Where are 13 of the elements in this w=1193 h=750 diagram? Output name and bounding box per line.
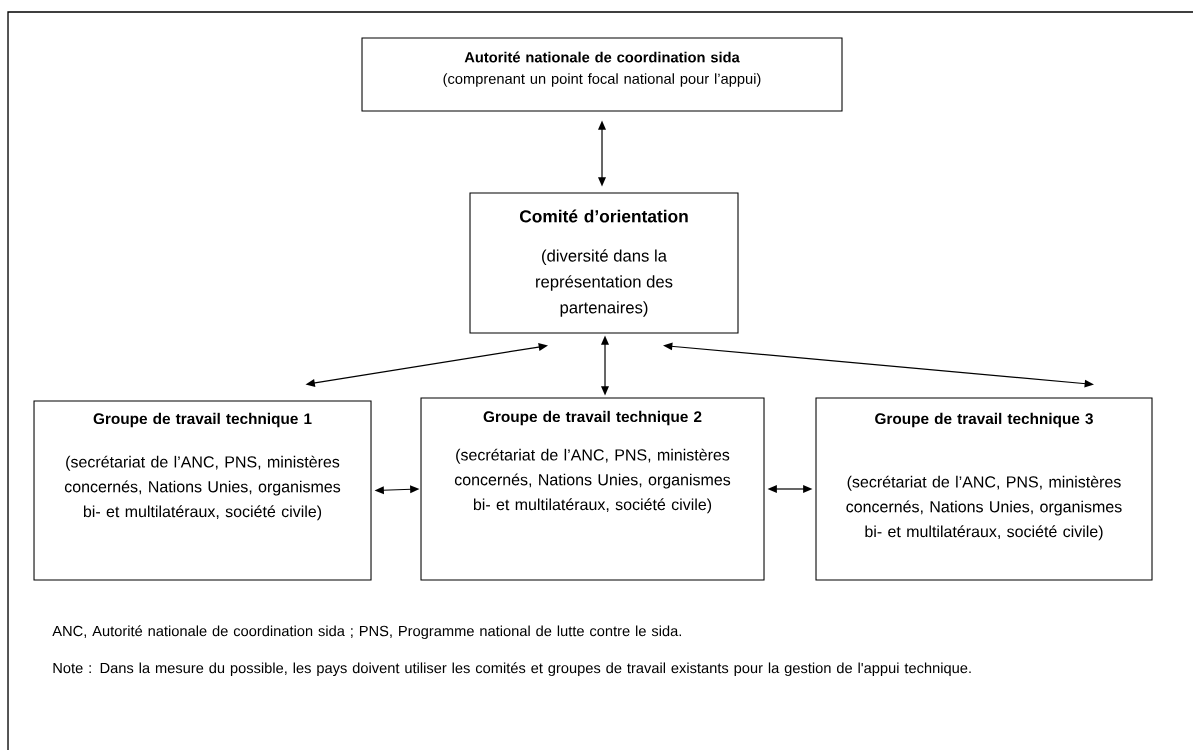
arrow <box>767 485 813 493</box>
arrow <box>305 343 548 387</box>
process-box: Groupe de travail technique 2 (secrétariat de l’ANC, PNS, ministères concernés, Nations Unies, organismes bi- et multilatéraux, société civile) <box>420 397 765 581</box>
arrow <box>601 335 609 396</box>
arrow <box>374 485 420 495</box>
process-box: Comité d’orientation (diversité dans la représentation des partenaires) <box>469 192 739 334</box>
note-text: Note : Dans la mesure du possible, les pays doivent utiliser les comités et groupes de travail existants pour la gestion de l'appui technique. <box>53 662 971 677</box>
process-box: Groupe de travail technique 1 (secrétariat de l’ANC, PNS, ministères concernés, Nations Unies, organismes bi- et multilatéraux, société civile) <box>33 400 372 581</box>
arrow <box>663 342 1094 388</box>
process-box: Groupe de travail technique 3 (secrétariat de l’ANC, PNS, ministères concernés, Nations Unies, organismes bi- et multilatéraux, société civile) <box>815 397 1153 581</box>
note-text: ANC, Autorité nationale de coordination sida ; PNS, Programme national de lutte contre le sida. <box>52 625 681 640</box>
process-box: Autorité nationale de coordination sida (comprenant un point focal national pour l’appui) <box>361 37 843 112</box>
arrow <box>598 120 606 187</box>
